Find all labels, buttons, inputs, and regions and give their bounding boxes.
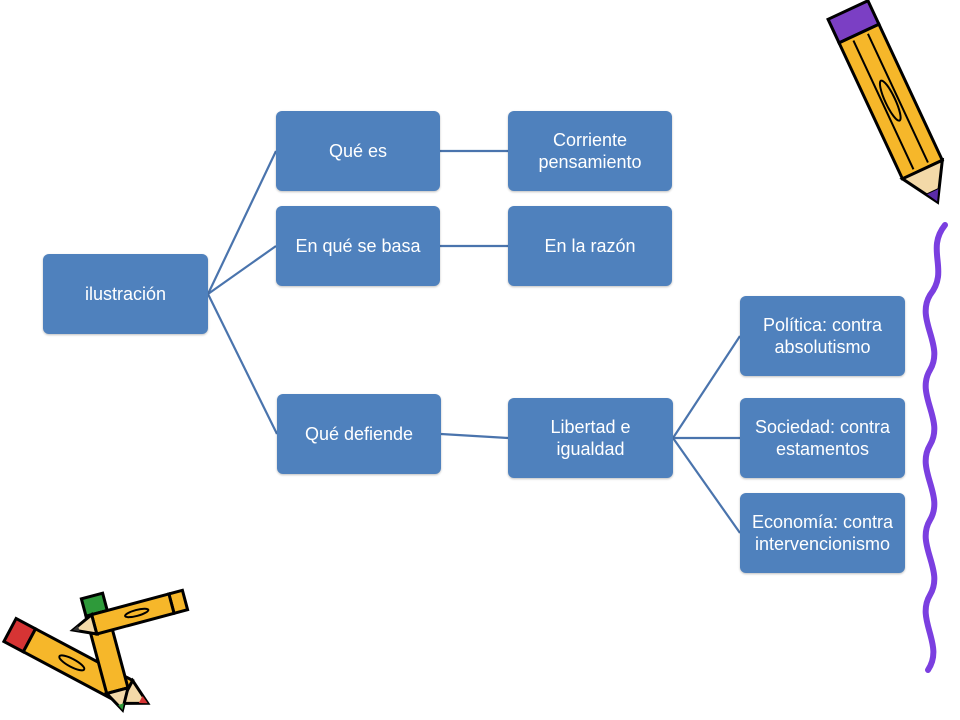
node-libertad: Libertad e igualdad	[508, 398, 673, 478]
node-politica: Política: contra absolutismo	[740, 296, 905, 376]
node-root-label: ilustración	[84, 284, 167, 304]
node-sociedad: Sociedad: contra estamentos	[740, 398, 905, 478]
connector-libertad-economia	[672, 437, 741, 534]
node-economia: Economía: contra intervencionismo	[740, 493, 905, 573]
node-libertad-label: Libertad e igualdad	[550, 417, 631, 459]
node-que-defiende-label: Qué defiende	[304, 424, 414, 444]
node-en-la-razon: En la razón	[508, 206, 672, 286]
node-politica-label: Política: contra absolutismo	[762, 315, 883, 357]
connector-libertad-politica	[672, 335, 741, 439]
node-economia-label: Economía: contra intervencionismo	[751, 512, 894, 554]
node-que-defiende: Qué defiende	[277, 394, 441, 474]
node-en-que-se-basa-label: En qué se basa	[295, 236, 421, 256]
node-que-es-label: Qué es	[328, 141, 388, 161]
connector-root-basa	[207, 245, 277, 295]
node-que-es: Qué es	[276, 111, 440, 191]
node-en-que-se-basa: En qué se basa	[276, 206, 440, 286]
node-en-la-razon-label: En la razón	[544, 236, 636, 256]
connector-root-que-es	[207, 150, 277, 295]
connector-defiende-libertad	[440, 432, 509, 440]
node-corriente: Corriente pensamiento	[508, 111, 672, 191]
node-sociedad-label: Sociedad: contra estamentos	[754, 417, 891, 459]
node-root: ilustración	[43, 254, 208, 334]
connector-root-defiende	[207, 293, 278, 435]
node-corriente-label: Corriente pensamiento	[538, 130, 642, 172]
